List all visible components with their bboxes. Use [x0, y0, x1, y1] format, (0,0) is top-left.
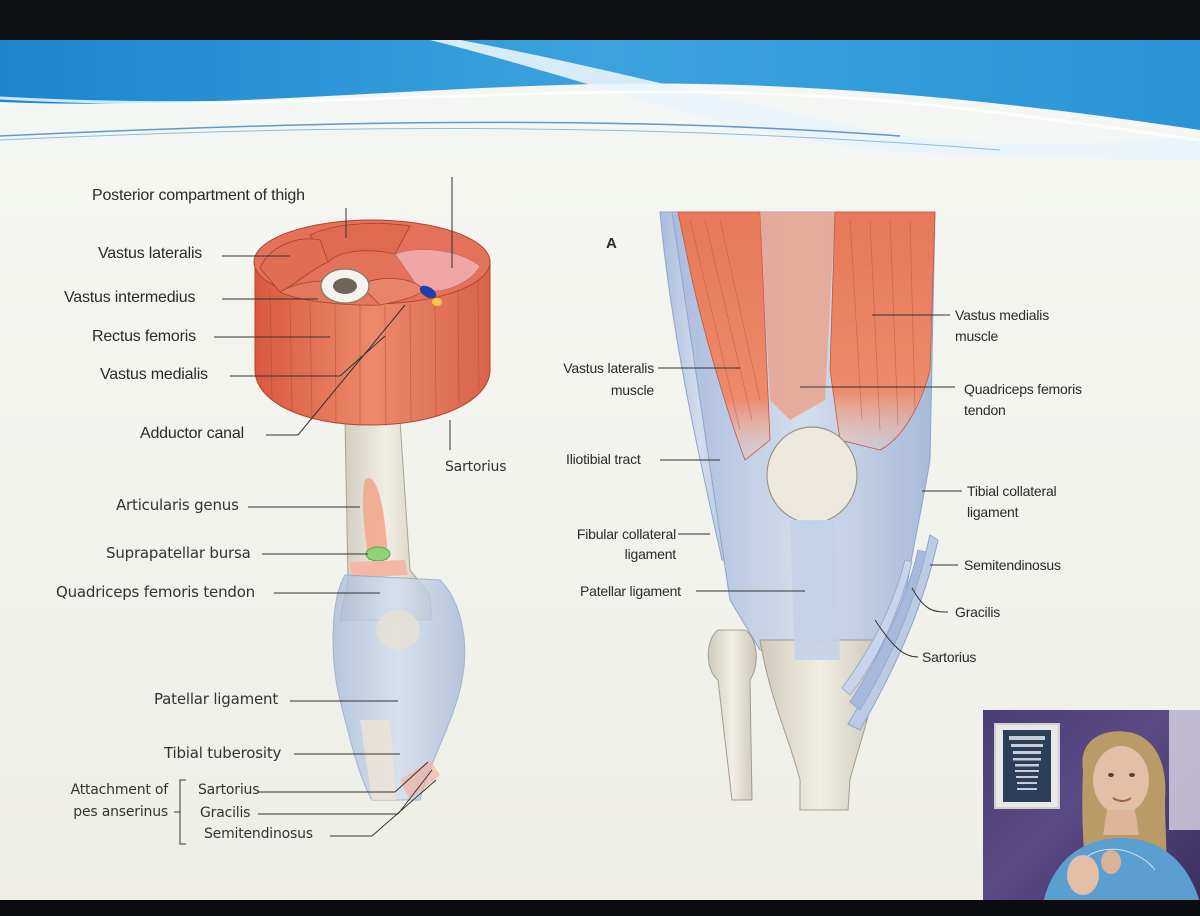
label-vastus-lateralis-muscle-1: Vastus lateralis [563, 360, 654, 376]
label-suprapatellar-bursa: Suprapatellar bursa [106, 544, 251, 562]
label-sartorius-cross: Sartorius [445, 459, 507, 475]
label-sartorius-right: Sartorius [922, 649, 977, 665]
label-quadriceps-tendon-right-1: Quadriceps femoris [964, 381, 1082, 397]
label-tibial-tuberosity: Tibial tuberosity [164, 744, 282, 762]
label-vastus-lateralis-muscle-2: muscle [610, 382, 654, 398]
label-adductor-canal: Adductor canal [140, 425, 244, 442]
slide-screen: Posterior compartment of thigh Vastus la… [0, 40, 1200, 902]
label-gracilis-right: Gracilis [955, 604, 1001, 620]
label-quadriceps-tendon-right-2: tendon [964, 402, 1006, 418]
anatomy-illustration [174, 177, 962, 845]
label-articularis-genus: Articularis genus [116, 496, 239, 514]
label-fibular-collateral-2: ligament [624, 546, 677, 562]
label-vastus-medialis: Vastus medialis [100, 366, 208, 383]
monitor-bezel [0, 900, 1200, 916]
presenter-webcam[interactable] [983, 710, 1200, 902]
label-tibial-collateral-1: Tibial collateral [967, 483, 1057, 499]
label-patellar-ligament-left: Patellar ligament [154, 690, 279, 708]
right-knee-figure [659, 211, 939, 811]
label-pes-sartorius: Sartorius [198, 782, 260, 798]
label-posterior-compartment: Posterior compartment of thigh [92, 187, 305, 204]
label-vastus-medialis-muscle-1: Vastus medialis [955, 307, 1050, 323]
label-patellar-ligament-right: Patellar ligament [580, 583, 681, 599]
label-pes-semitendinosus: Semitendinosus [204, 826, 313, 842]
left-thigh-figure [253, 219, 491, 801]
label-fibular-collateral-1: Fibular collateral [576, 526, 676, 542]
label-iliotibial-tract: Iliotibial tract [566, 451, 641, 467]
leader-lines [174, 177, 962, 845]
slide-banner [0, 40, 1200, 160]
label-rectus-femoris: Rectus femoris [92, 328, 196, 345]
figure-letter: A [606, 235, 617, 252]
label-pes-gracilis: Gracilis [200, 805, 251, 821]
label-vastus-intermedius: Vastus intermedius [64, 289, 196, 306]
label-quadriceps-tendon-left: Quadriceps femoris tendon [56, 583, 255, 601]
label-attachment-line1: Attachment of [70, 782, 169, 798]
label-vastus-medialis-muscle-2: muscle [955, 328, 999, 344]
presenter-video-icon [994, 710, 1200, 902]
label-attachment-line2: pes anserinus [73, 804, 168, 820]
label-tibial-collateral-2: ligament [967, 504, 1019, 520]
label-semitendinosus-right: Semitendinosus [964, 557, 1061, 573]
label-vastus-lateralis: Vastus lateralis [98, 245, 203, 262]
